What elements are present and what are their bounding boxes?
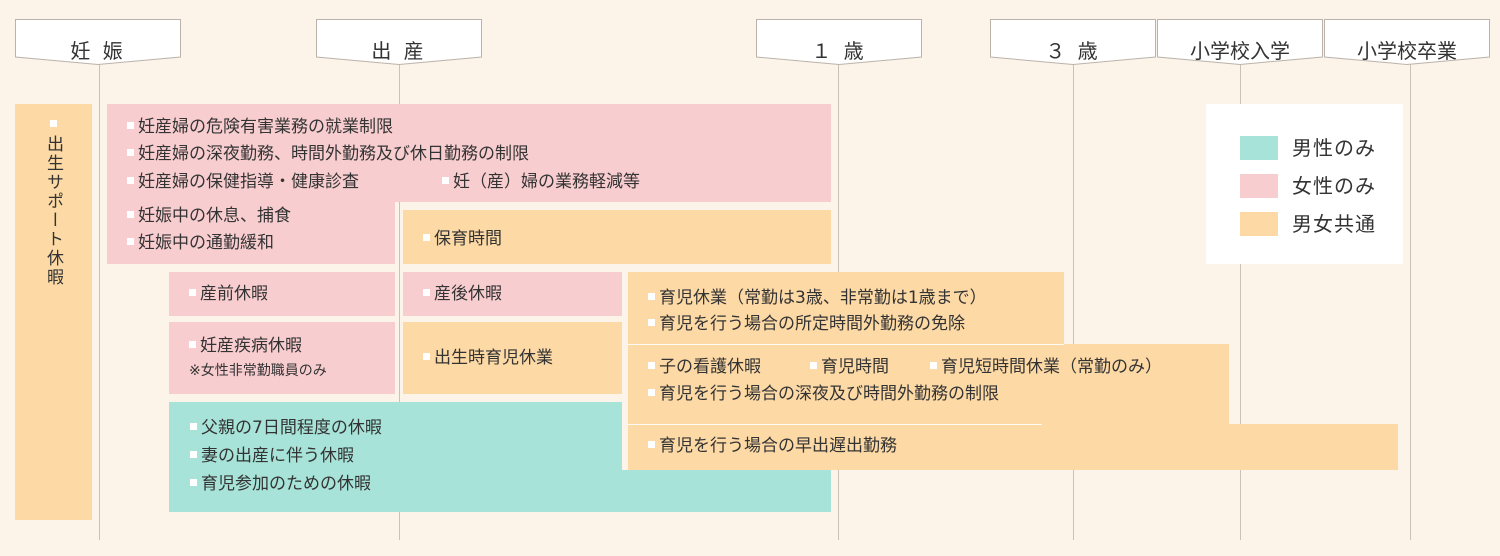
guide-line-pregnancy xyxy=(99,62,100,540)
banner-shape xyxy=(15,19,181,66)
timeline-birth: 出 産 xyxy=(316,19,482,66)
pregnancy-illness-leave-box: 妊産疾病休暇 ※女性非常勤職員のみ xyxy=(169,322,395,394)
birth-support-leave-label: 出生サポート休暇 xyxy=(43,120,63,287)
item-postnatal-leave: 産後休暇 xyxy=(423,284,502,304)
timeline-elementary-graduation: 小学校卒業 xyxy=(1324,19,1490,66)
item-pregnancy-illness-leave: 妊産疾病休暇 xyxy=(189,336,302,356)
item-father-7-days: 父親の7日間程度の休暇 xyxy=(190,418,382,438)
timeline-elementary-entry: 小学校入学 xyxy=(1157,19,1323,66)
separator-line xyxy=(628,424,1042,425)
guide-line-birth xyxy=(399,62,400,540)
timeline-label: ３ 歳 xyxy=(1045,39,1101,63)
item-childcare-participation: 育児参加のための休暇 xyxy=(190,474,371,494)
legend-swatch-orange xyxy=(1240,212,1278,236)
item-night-overtime-limit: 妊産婦の深夜勤務、時間外勤務及び休日勤務の制限 xyxy=(127,144,529,164)
banner-shape xyxy=(316,19,482,66)
timeline-label: 出 産 xyxy=(371,39,427,63)
legend-swatch-teal xyxy=(1240,136,1278,160)
item-wife-birth-leave: 妻の出産に伴う休暇 xyxy=(190,446,354,466)
timeline-label: 小学校入学 xyxy=(1190,39,1290,63)
item-rest-meal: 妊娠中の休息、捕食 xyxy=(127,206,291,226)
item-birth-childcare-leave: 出生時育児休業 xyxy=(423,348,553,368)
timeline-label: 妊 娠 xyxy=(70,39,126,63)
legend-label: 男女共通 xyxy=(1292,212,1376,236)
guide-line-elementary-grad xyxy=(1410,62,1411,540)
postnatal-leave-box: 産後休暇 xyxy=(403,272,622,316)
legend-swatch-pink xyxy=(1240,174,1278,198)
item-flex-work: 育児を行う場合の早出遅出勤務 xyxy=(648,436,897,456)
prenatal-leave-box: 産前休暇 xyxy=(169,272,395,316)
legend-label: 男性のみ xyxy=(1292,136,1376,160)
item-prenatal-leave: 産前休暇 xyxy=(189,284,268,304)
banner-shape xyxy=(1157,19,1323,66)
item-night-overtime-limit-childcare: 育児を行う場合の深夜及び時間外勤務の制限 xyxy=(648,384,999,404)
legend-label: 女性のみ xyxy=(1292,174,1376,198)
father-leave-box-top xyxy=(169,402,622,478)
guide-line-age3 xyxy=(1073,62,1074,540)
birth-childcare-leave-box: 出生時育児休業 xyxy=(403,322,622,394)
item-health-guidance: 妊産婦の保健指導・健康診査 xyxy=(127,172,359,192)
item-workload-reduction: 妊（産）婦の業務軽減等 xyxy=(442,172,640,192)
banner-shape xyxy=(756,19,922,66)
item-childcare-leave: 育児休業（常勤は3歳、非常勤は1歳まで） xyxy=(648,288,987,308)
item-child-nursing-leave: 子の看護休暇 xyxy=(648,357,761,377)
timeline-pregnancy: 妊 娠 xyxy=(15,19,181,66)
note-female-part-time-only: ※女性非常勤職員のみ xyxy=(189,363,327,379)
timeline-age3: ３ 歳 xyxy=(990,19,1156,66)
birth-support-leave-box: 出生サポート休暇 xyxy=(15,104,92,520)
item-nursing-time: 保育時間 xyxy=(423,229,502,249)
item-childcare-time: 育児時間 xyxy=(810,357,889,377)
item-overtime-exemption: 育児を行う場合の所定時間外勤務の免除 xyxy=(648,314,965,334)
guide-line-elementary-entry xyxy=(1240,62,1241,540)
banner-shape xyxy=(990,19,1156,66)
legend: 男性のみ 女性のみ 男女共通 xyxy=(1206,104,1403,264)
item-commute-relief: 妊娠中の通勤緩和 xyxy=(127,233,274,253)
timeline-label: 小学校卒業 xyxy=(1357,39,1457,63)
nursing-time-box: 保育時間 xyxy=(403,210,831,264)
item-short-time-leave: 育児短時間休業（常勤のみ） xyxy=(930,357,1162,377)
separator-line xyxy=(628,344,1064,345)
timeline-label: １ 歳 xyxy=(811,39,867,63)
item-hazardous-work-limit: 妊産婦の危険有害業務の就業制限 xyxy=(127,117,393,137)
banner-shape xyxy=(1324,19,1490,66)
timeline-age1: １ 歳 xyxy=(756,19,922,66)
